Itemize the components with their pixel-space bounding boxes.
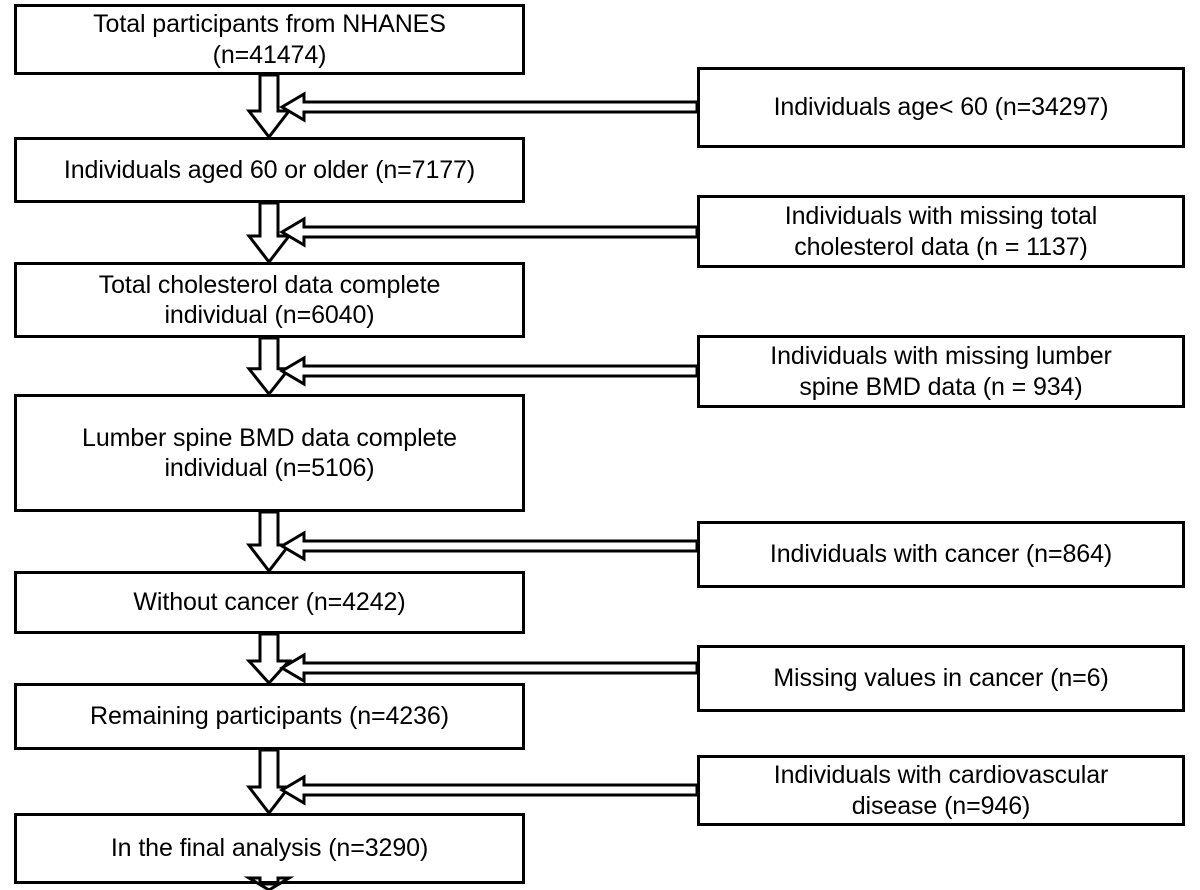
flow-node-total-cholesterol-complete: Total cholesterol data complete individu… [14,262,525,338]
exclusion-node-age-under-60: Individuals age< 60 (n=34297) [697,67,1185,148]
flow-node-final-analysis: In the final analysis (n=3290) [14,813,525,884]
down-block-arrow [245,510,293,574]
exclusion-node-cardiovascular-disease: Individuals with cardiovascular disease … [697,755,1185,826]
down-block-arrow [245,73,293,140]
down-block-arrow [245,632,293,686]
exclusion-connector-arrow [279,652,699,684]
exclusion-node-missing-values-cancer: Missing values in cancer (n=6) [697,645,1185,712]
exclusion-connector-arrow [279,91,699,123]
exclusion-node-missing-total-cholesterol: Individuals with missing total cholester… [697,195,1185,268]
flow-node-aged-60-or-older: Individuals aged 60 or older (n=7177) [14,137,525,203]
flow-node-lumber-spine-bmd-complete: Lumber spine BMD data complete individua… [14,394,525,512]
exclusion-node-with-cancer: Individuals with cancer (n=864) [697,521,1185,588]
flow-node-remaining-participants: Remaining participants (n=4236) [14,683,525,750]
exclusion-connector-arrow [279,355,699,387]
exclusion-connector-arrow [279,216,699,248]
down-block-arrow [245,336,293,397]
exclusion-node-missing-lumber-spine-bmd: Individuals with missing lumber spine BM… [697,335,1185,408]
flow-node-total-participants: Total participants from NHANES (n=41474) [14,4,525,75]
flow-node-without-cancer: Without cancer (n=4242) [14,571,525,634]
down-block-arrow [245,748,293,816]
down-block-arrow [245,201,293,265]
exclusion-connector-arrow [279,774,699,806]
exclusion-connector-arrow [279,530,699,562]
